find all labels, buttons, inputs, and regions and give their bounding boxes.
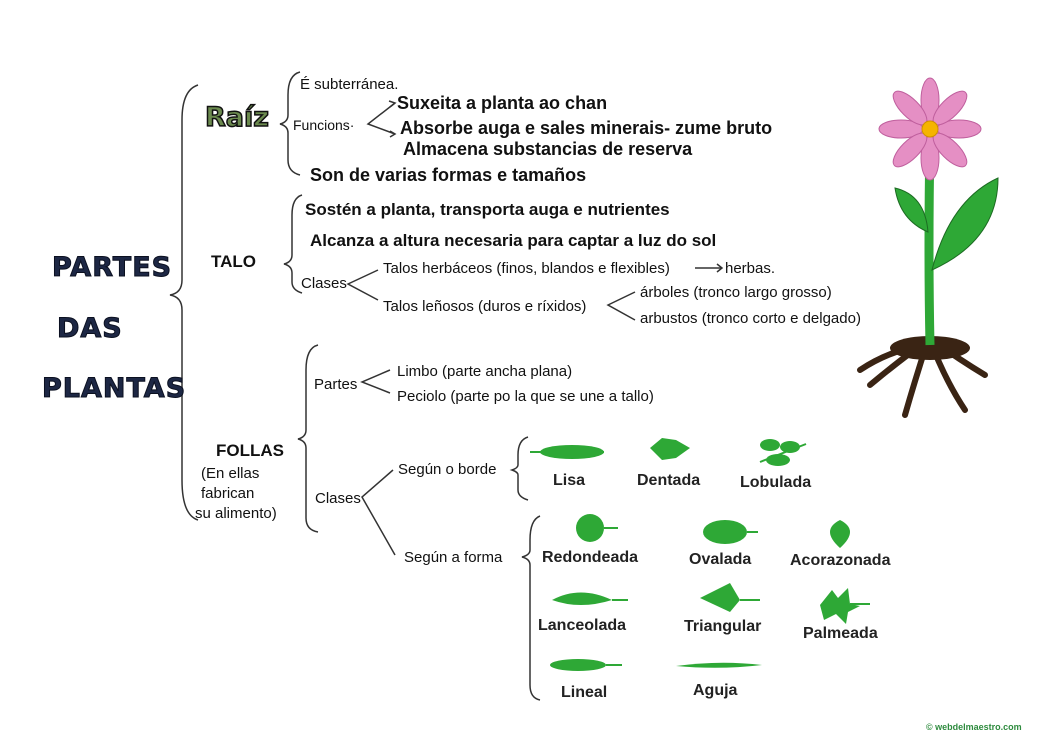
leaf-triangular-icon	[700, 583, 760, 612]
raiz-subterranea: É subterránea.	[300, 76, 399, 93]
leaf-lisa-icon	[530, 445, 604, 459]
peciolo: Peciolo (parte po la que se une a tallo)	[397, 388, 654, 405]
label-aguja: Aguja	[693, 682, 738, 699]
arbores: árboles (tronco largo grosso)	[640, 284, 832, 301]
label-dentada: Dentada	[637, 472, 701, 489]
raiz-heading: Raíz	[204, 101, 269, 134]
watermark: © webdelmaestro.com	[926, 722, 1022, 732]
follas-clases: Clases	[315, 490, 361, 507]
leaf-dentada-icon	[650, 438, 690, 460]
follas-heading: FOLLAS	[216, 441, 284, 460]
leaf-lobulada-icon	[759, 439, 807, 466]
title-line-2: DAS	[57, 313, 123, 345]
title-line-1: PARTES	[51, 252, 173, 284]
leaf-ovalada-icon	[703, 520, 758, 544]
title-line-3: PLANTAS	[41, 373, 187, 405]
follas-note-2: fabrican	[201, 485, 255, 502]
raiz-function-2: Absorbe auga e sales minerais- zume brut…	[400, 118, 773, 138]
leaf-aguja-icon	[676, 662, 762, 668]
talos-lenosos: Talos leñosos (duros e ríxidos)	[383, 298, 587, 315]
follas-note-3: su alimento)	[195, 505, 277, 522]
label-lanceolada: Lanceolada	[538, 617, 627, 634]
follas-brace	[297, 344, 319, 533]
limbo: Limbo (parte ancha plana)	[397, 363, 573, 380]
main-brace	[169, 84, 199, 521]
herbas: herbas.	[725, 260, 776, 277]
talo-item-1: Sostén a planta, transporta auga e nutri…	[305, 200, 670, 219]
raiz-formas: Son de varias formas e tamaños	[310, 165, 587, 185]
follas-partes: Partes	[314, 376, 358, 393]
flower-head-icon	[878, 77, 982, 181]
leaf-left-icon	[894, 187, 929, 233]
label-palmeada: Palmeada	[803, 625, 878, 642]
label-triangular: Triangular	[684, 618, 762, 635]
segun-forma: Según a forma	[404, 549, 503, 566]
label-lobulada: Lobulada	[740, 474, 812, 491]
leaf-right-icon	[931, 177, 999, 271]
leaf-lineal-icon	[550, 659, 622, 671]
raiz-funcions: Funcions·	[293, 117, 355, 133]
raiz-function-1: Suxeita a planta ao chan	[397, 93, 608, 113]
follas-note-1: (En ellas	[201, 465, 260, 482]
talo-clases: Clases	[301, 275, 347, 292]
arbustos: arbustos (tronco corto e delgado)	[640, 310, 861, 327]
raiz-brace	[279, 71, 301, 176]
leaf-lanceolada-icon	[552, 592, 628, 605]
label-redondeada: Redondeada	[542, 549, 639, 566]
label-acorazonada: Acorazonada	[790, 552, 891, 569]
raiz-function-3: Almacena substancias de reserva	[403, 139, 693, 159]
leaf-redondeada-icon	[576, 514, 618, 542]
label-lineal: Lineal	[561, 684, 608, 701]
talo-brace	[283, 194, 303, 294]
label-ovalada: Ovalada	[689, 551, 752, 568]
talo-heading: TALO	[211, 252, 257, 271]
segun-borde: Según o borde	[398, 461, 497, 478]
leaf-acorazonada-icon	[830, 520, 850, 548]
leaf-palmeada-icon	[820, 588, 870, 624]
talos-herbaceos: Talos herbáceos (finos, blandos e flexib…	[383, 260, 670, 277]
talo-item-2: Alcanza a altura necesaria para captar a…	[310, 231, 717, 250]
label-lisa: Lisa	[553, 472, 586, 489]
